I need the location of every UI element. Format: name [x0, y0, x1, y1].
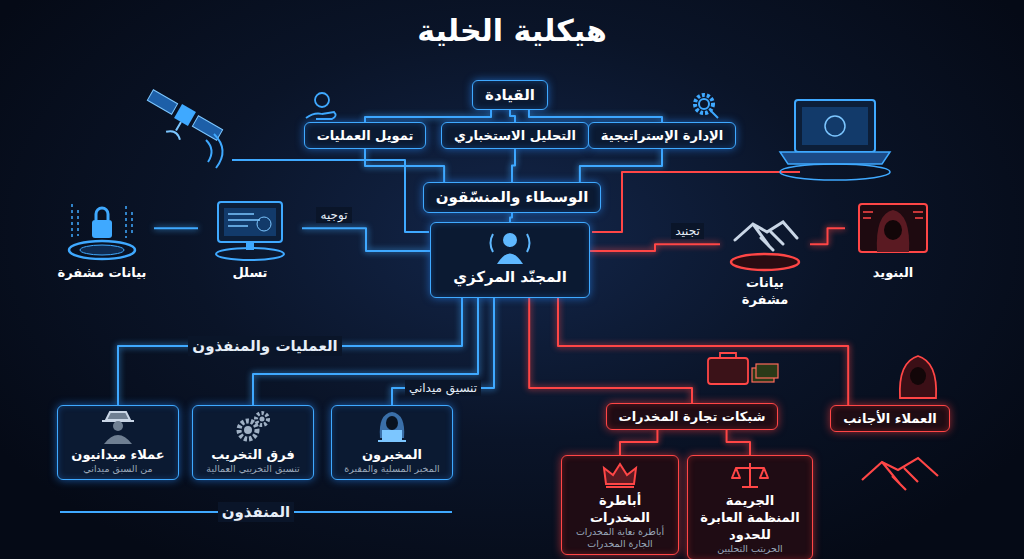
- broker-band: الوسطاء والمنسّقون: [423, 182, 602, 213]
- node-subtitle: أباطرة نعاية المخدرات الجارة المخدرات: [574, 526, 666, 550]
- section-label: العمليات والمنفذون: [188, 336, 341, 356]
- icon-node: بيانات مشفرة: [50, 200, 154, 281]
- trafficker-box: أباطرة المخدراتأباطرة نعاية المخدرات الج…: [561, 455, 679, 555]
- money-hand-icon: [306, 93, 336, 119]
- edge-label: تجنيد: [671, 223, 704, 239]
- node-title: تسلل: [202, 264, 298, 281]
- network-box: شبكات تجارة المخدرات: [606, 403, 779, 430]
- node-title: الجريمة المنظمة العابرة للحدود: [700, 492, 800, 543]
- node-subtitle: تنسيق التخريبي العمالية: [205, 463, 301, 475]
- connector: [154, 227, 198, 229]
- edge-label: تنسيق ميداني: [405, 380, 481, 396]
- operative-box: فرق التخريبتنسيق التخريبي العمالية: [192, 405, 314, 480]
- connector: [580, 149, 662, 182]
- foreign-agent-hood-icon: [900, 356, 936, 398]
- connector: [727, 430, 750, 455]
- node-title: الإدارة الإستراتيجية: [601, 127, 723, 144]
- connector: [558, 298, 848, 405]
- connector: [365, 110, 491, 122]
- node-title: تمويل العمليات: [317, 127, 414, 144]
- node-title: البنويد: [849, 264, 937, 281]
- node-title: الوسطاء والمنسّقون: [436, 187, 589, 208]
- diagram-title: هيكلية الخلية: [0, 12, 1024, 50]
- hoodlap-icon: [372, 410, 412, 444]
- connector: [529, 110, 662, 122]
- role-box: تمويل العمليات: [304, 122, 427, 149]
- edge-label: توجيه: [316, 207, 351, 223]
- connector: [392, 298, 494, 405]
- node-subtitle: المخبر المسلية والمقبرة: [344, 463, 440, 475]
- node-title: أباطرة المخدرات: [574, 492, 666, 526]
- connector: [512, 149, 515, 182]
- node-title: فرق التخريب: [205, 446, 301, 463]
- node-title: العملاء الأجانب: [843, 410, 936, 427]
- node-title: بيانات مشفرة: [724, 274, 806, 308]
- monitor-icon: [210, 200, 290, 262]
- role-box: الإدارة الإستراتيجية: [588, 122, 736, 149]
- section-label: المنفذون: [218, 502, 295, 522]
- connector: [620, 430, 657, 455]
- connector: [510, 110, 515, 122]
- core-box: المجنّد المركزي: [430, 222, 590, 298]
- hands-icon: [727, 210, 803, 272]
- gear-magnifier-icon: [695, 95, 718, 118]
- node-title: بيانات مشفرة: [54, 264, 150, 281]
- connector: [810, 228, 845, 244]
- node-title: المجنّد المركزي: [445, 267, 575, 287]
- handshake-icon: [862, 458, 938, 490]
- node-subtitle: الحريتب التحليين: [700, 543, 800, 555]
- person-icon: [487, 229, 533, 265]
- scales-icon: [730, 460, 770, 490]
- node-title: المخبرون: [344, 446, 440, 463]
- connector: [510, 213, 512, 222]
- role-box: التحليل الاستخباري: [441, 122, 589, 149]
- operative-box: المخبرونالمخبر المسلية والمقبرة: [331, 405, 453, 480]
- hood-icon: [855, 200, 931, 262]
- icon-node: بيانات مشفرة: [720, 210, 810, 308]
- node-title: شبكات تجارة المخدرات: [619, 408, 766, 425]
- node-title: القيادة: [485, 85, 535, 105]
- spy-icon: [98, 410, 138, 444]
- node-title: عملاء ميدانيون: [70, 446, 166, 463]
- trafficker-box: الجريمة المنظمة العابرة للحدودالحريتب ال…: [687, 455, 813, 559]
- operative-box: عملاء ميدانيونمن السبق ميداني: [57, 405, 179, 480]
- network-box: العملاء الأجانب: [830, 405, 949, 432]
- lock-icon: [66, 200, 138, 262]
- leader-box: القيادة: [472, 80, 548, 110]
- node-subtitle: من السبق ميداني: [70, 463, 166, 475]
- node-title: التحليل الاستخباري: [454, 127, 576, 144]
- connector: [590, 244, 720, 251]
- laptop-icon: [780, 100, 890, 180]
- cash-briefcase-icon: [708, 353, 778, 384]
- connector: [529, 298, 692, 403]
- gears-icon: [233, 410, 273, 444]
- icon-node: تسلل: [198, 200, 302, 281]
- crown-icon: [600, 460, 640, 490]
- icon-node: البنويد: [845, 200, 941, 281]
- signal-arcs: [206, 134, 223, 168]
